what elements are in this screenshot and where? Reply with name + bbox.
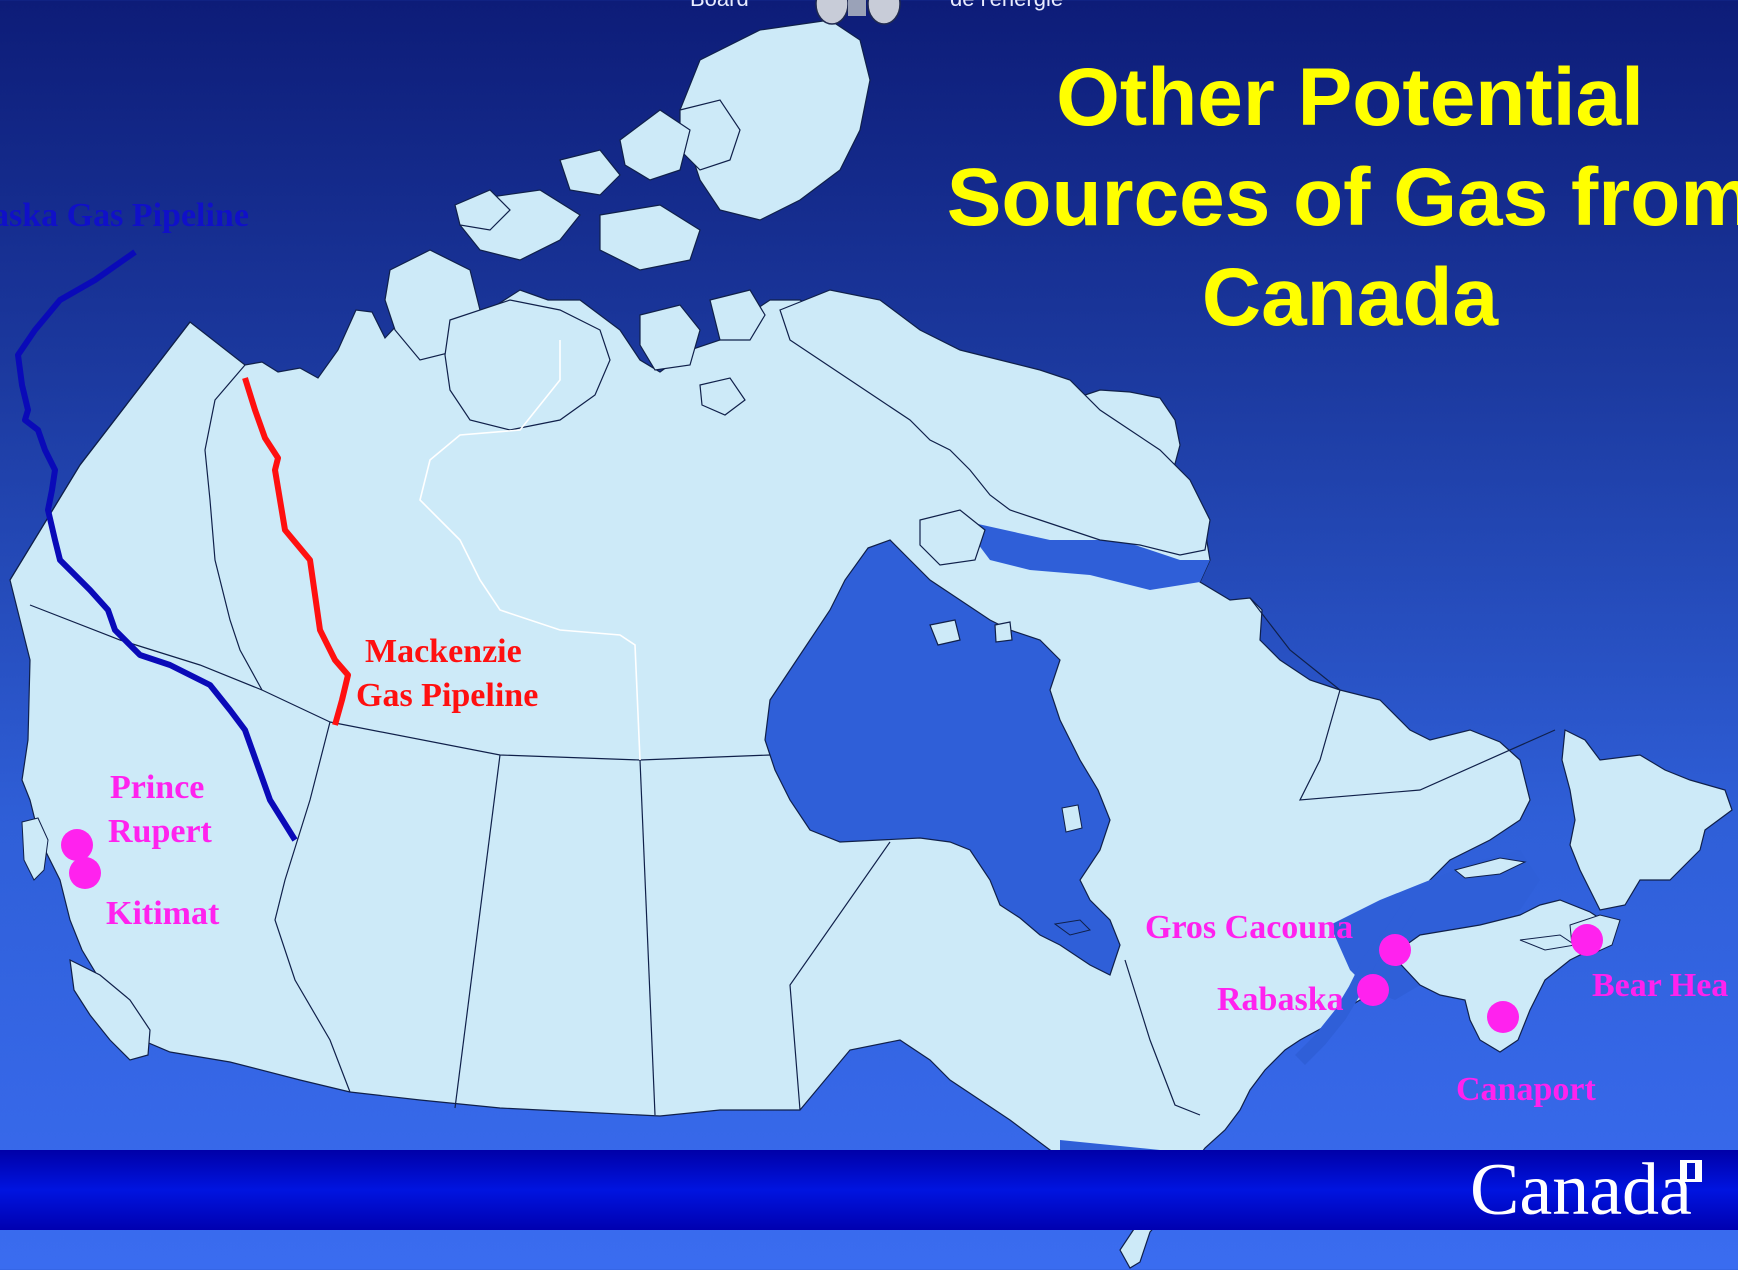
mainland-land xyxy=(9,289,1531,1269)
lake-nipigon-island xyxy=(1053,919,1091,936)
coat-of-arms-icon xyxy=(815,0,901,25)
footer-band xyxy=(0,1150,1738,1230)
nunavut-border xyxy=(419,340,641,761)
mackenzie-pipeline-label-1: Mackenzie xyxy=(365,633,522,670)
canada-wordmark: Canada xyxy=(1470,1149,1692,1231)
southampton-island xyxy=(919,509,986,566)
prince-patrick-island xyxy=(454,189,511,231)
title-line-3: Canada xyxy=(1201,252,1499,343)
mackenzie-gas-pipeline xyxy=(242,377,351,726)
manitoba-ontario-border xyxy=(789,841,891,1111)
axel-heiberg-island xyxy=(619,109,691,181)
gulf-st-lawrence-water xyxy=(1330,850,1540,1000)
rabaska-marker xyxy=(1357,974,1389,1006)
rabaska-label: Rabaska xyxy=(1217,981,1344,1018)
coats-island xyxy=(929,619,961,646)
yukon-alaska-border xyxy=(9,321,191,581)
king-william-island xyxy=(699,377,746,416)
alaska-gas-pipeline xyxy=(15,249,298,842)
header-left-text: Board xyxy=(690,0,749,12)
bc-north-border xyxy=(29,604,331,723)
header-right-text: de l'énergie xyxy=(950,0,1063,12)
hudson-bay-water xyxy=(764,539,1121,976)
title-line-2: Sources of Gas from xyxy=(946,152,1738,243)
mansel-island xyxy=(994,621,1013,643)
anticosti-island xyxy=(1453,857,1527,879)
kitimat-label: Kitimat xyxy=(106,895,220,932)
mackenzie-pipeline-label-2: Gas Pipeline xyxy=(356,677,539,714)
bathurst-island xyxy=(599,204,701,271)
alaska-pipeline-label: aska Gas Pipeline xyxy=(0,197,249,234)
provincial-borders xyxy=(9,321,1556,1116)
prince-of-wales-island xyxy=(639,304,701,371)
kitimat-marker xyxy=(69,857,101,889)
flag-icon xyxy=(1680,1160,1702,1182)
alberta-sask-border xyxy=(454,754,501,1109)
quebec-labrador-border xyxy=(1249,597,1556,801)
gros-cacouna-label: Gros Cacouna xyxy=(1145,909,1354,946)
bear-head-label: Bear Hea xyxy=(1592,967,1729,1004)
ellef-ringnes-island xyxy=(559,149,621,196)
vancouver-island xyxy=(69,958,151,1061)
bc-alberta-border xyxy=(274,721,351,1093)
title-line-1: Other Potential xyxy=(1056,52,1644,143)
arctic-islands xyxy=(384,19,1211,646)
baffin-island xyxy=(779,289,1211,556)
canaport-marker xyxy=(1487,1001,1519,1033)
newfoundland-land xyxy=(1561,729,1733,911)
slide-title: Other Potential Sources of Gas from Cana… xyxy=(920,48,1738,348)
canaport-label: Canaport xyxy=(1456,1071,1596,1108)
prince-rupert-label-2: Rupert xyxy=(108,813,212,850)
somerset-island xyxy=(709,289,766,341)
ontario-quebec-border xyxy=(1124,959,1201,1116)
hudson-strait-water xyxy=(960,520,1210,590)
gros-cacouna-marker xyxy=(1379,934,1411,966)
prince-rupert-label-1: Prince xyxy=(110,769,205,806)
sixtieth-parallel xyxy=(329,721,771,761)
site-markers xyxy=(61,829,1603,1033)
yukon-nwt-border xyxy=(204,364,263,691)
sask-manitoba-border xyxy=(639,759,656,1116)
prince-rupert-marker xyxy=(61,829,93,861)
akimiski-island xyxy=(1061,804,1083,833)
haida-gwaii-island xyxy=(21,817,49,881)
bear-head-marker xyxy=(1571,924,1603,956)
victoria-island xyxy=(444,299,611,431)
